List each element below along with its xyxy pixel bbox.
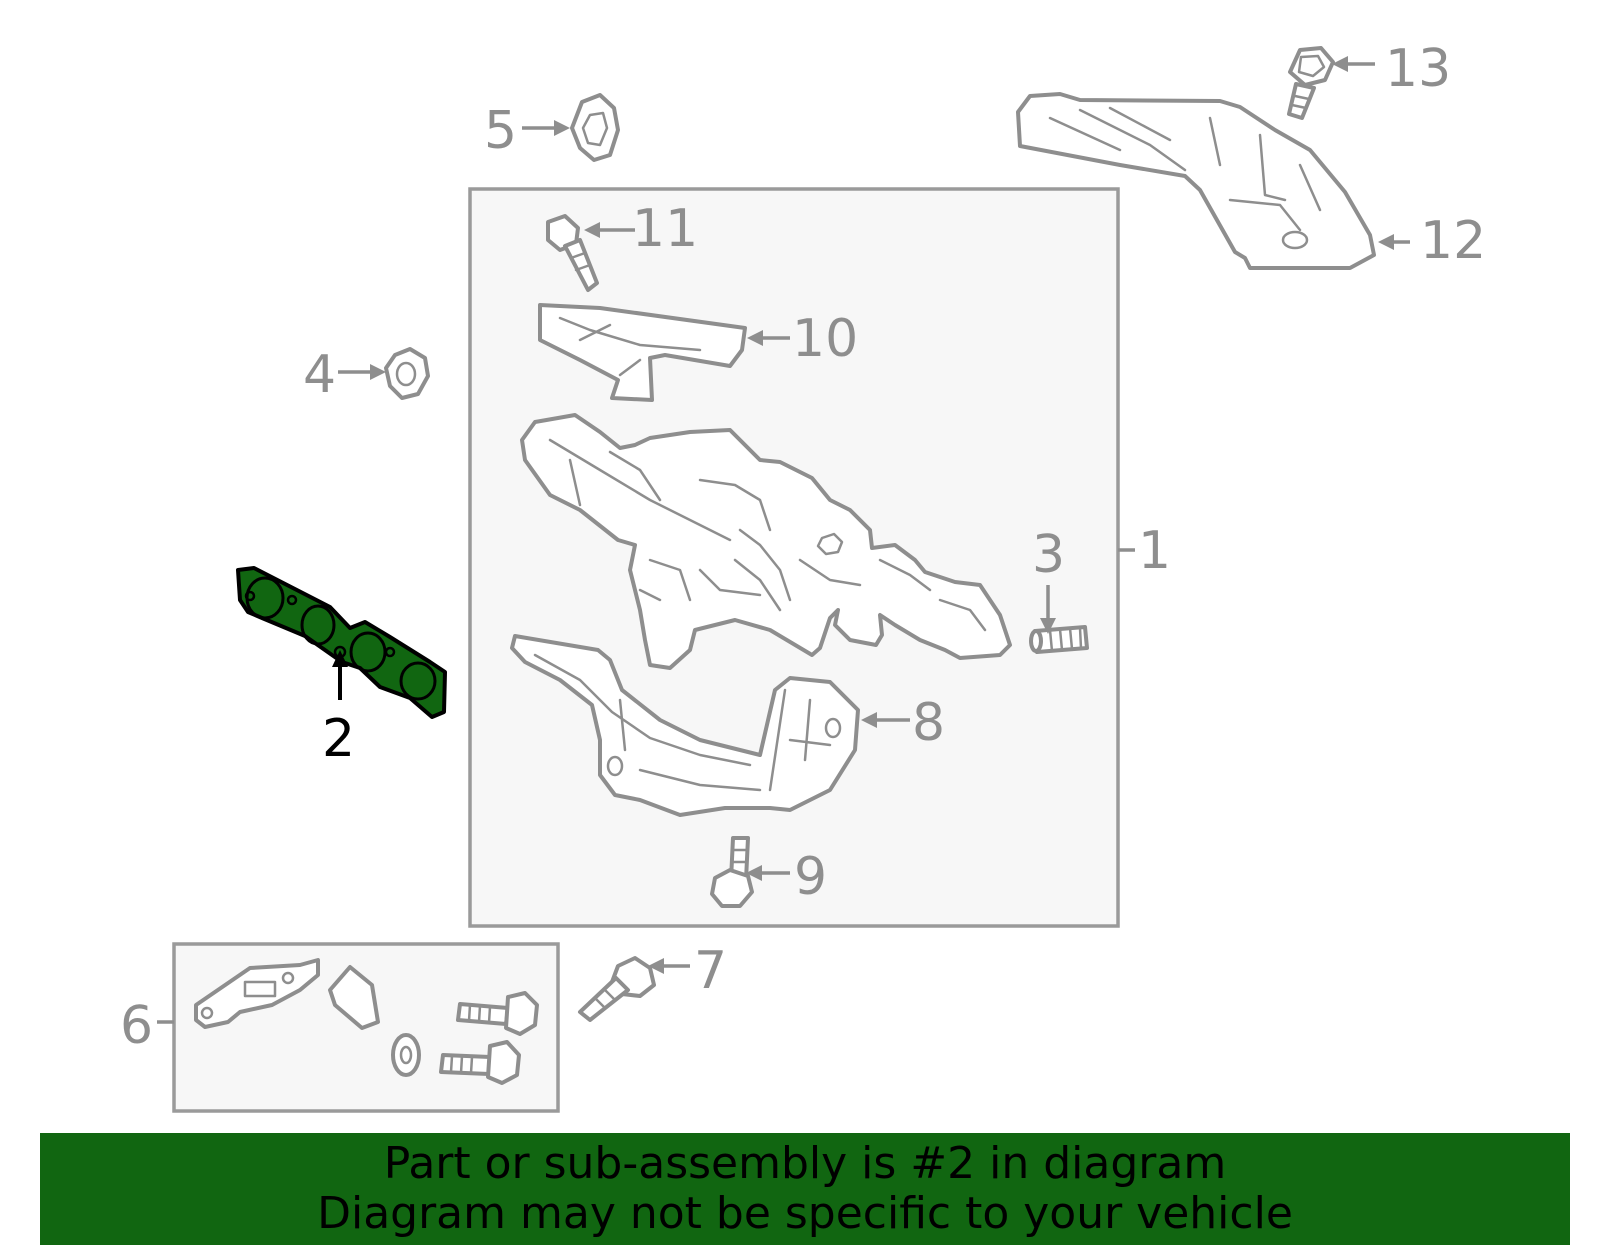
callout-1: 1	[1138, 521, 1171, 581]
info-banner: Part or sub-assembly is #2 in diagram Di…	[40, 1133, 1570, 1245]
callout-2: 2	[322, 709, 355, 769]
banner-line-2: Diagram may not be specific to your vehi…	[317, 1188, 1293, 1239]
callout-5: 5	[484, 101, 517, 161]
part-2-gasket[interactable]	[236, 566, 447, 719]
part-9-bolt[interactable]	[710, 836, 754, 908]
callout-6: 6	[120, 996, 153, 1056]
part-3-stud[interactable]	[1029, 625, 1089, 654]
callout-4: 4	[303, 345, 336, 405]
callout-12: 12	[1420, 211, 1486, 271]
part-12-heat-shield[interactable]	[1016, 92, 1376, 270]
callout-3: 3	[1032, 525, 1065, 585]
part-5-nut[interactable]	[570, 93, 620, 162]
callout-9: 9	[794, 847, 827, 907]
leader-lines	[157, 56, 1410, 1024]
callout-13: 13	[1385, 39, 1451, 99]
part-7-bolt[interactable]	[578, 956, 656, 1022]
part-1-exhaust-manifold[interactable]	[520, 413, 1012, 670]
part-6-kit-contents[interactable]	[194, 958, 539, 1085]
banner-line-1: Part or sub-assembly is #2 in diagram	[383, 1138, 1227, 1189]
part-8-heat-insulator[interactable]	[510, 634, 860, 817]
callout-8: 8	[912, 693, 945, 753]
part-11-bolt[interactable]	[546, 214, 599, 292]
part-10-heat-insulator[interactable]	[538, 303, 747, 402]
callout-11: 11	[632, 199, 698, 259]
part-4-nut[interactable]	[384, 347, 430, 400]
part-13-bolt[interactable]	[1287, 46, 1335, 120]
callout-10: 10	[792, 309, 858, 369]
callout-7: 7	[694, 941, 727, 1001]
